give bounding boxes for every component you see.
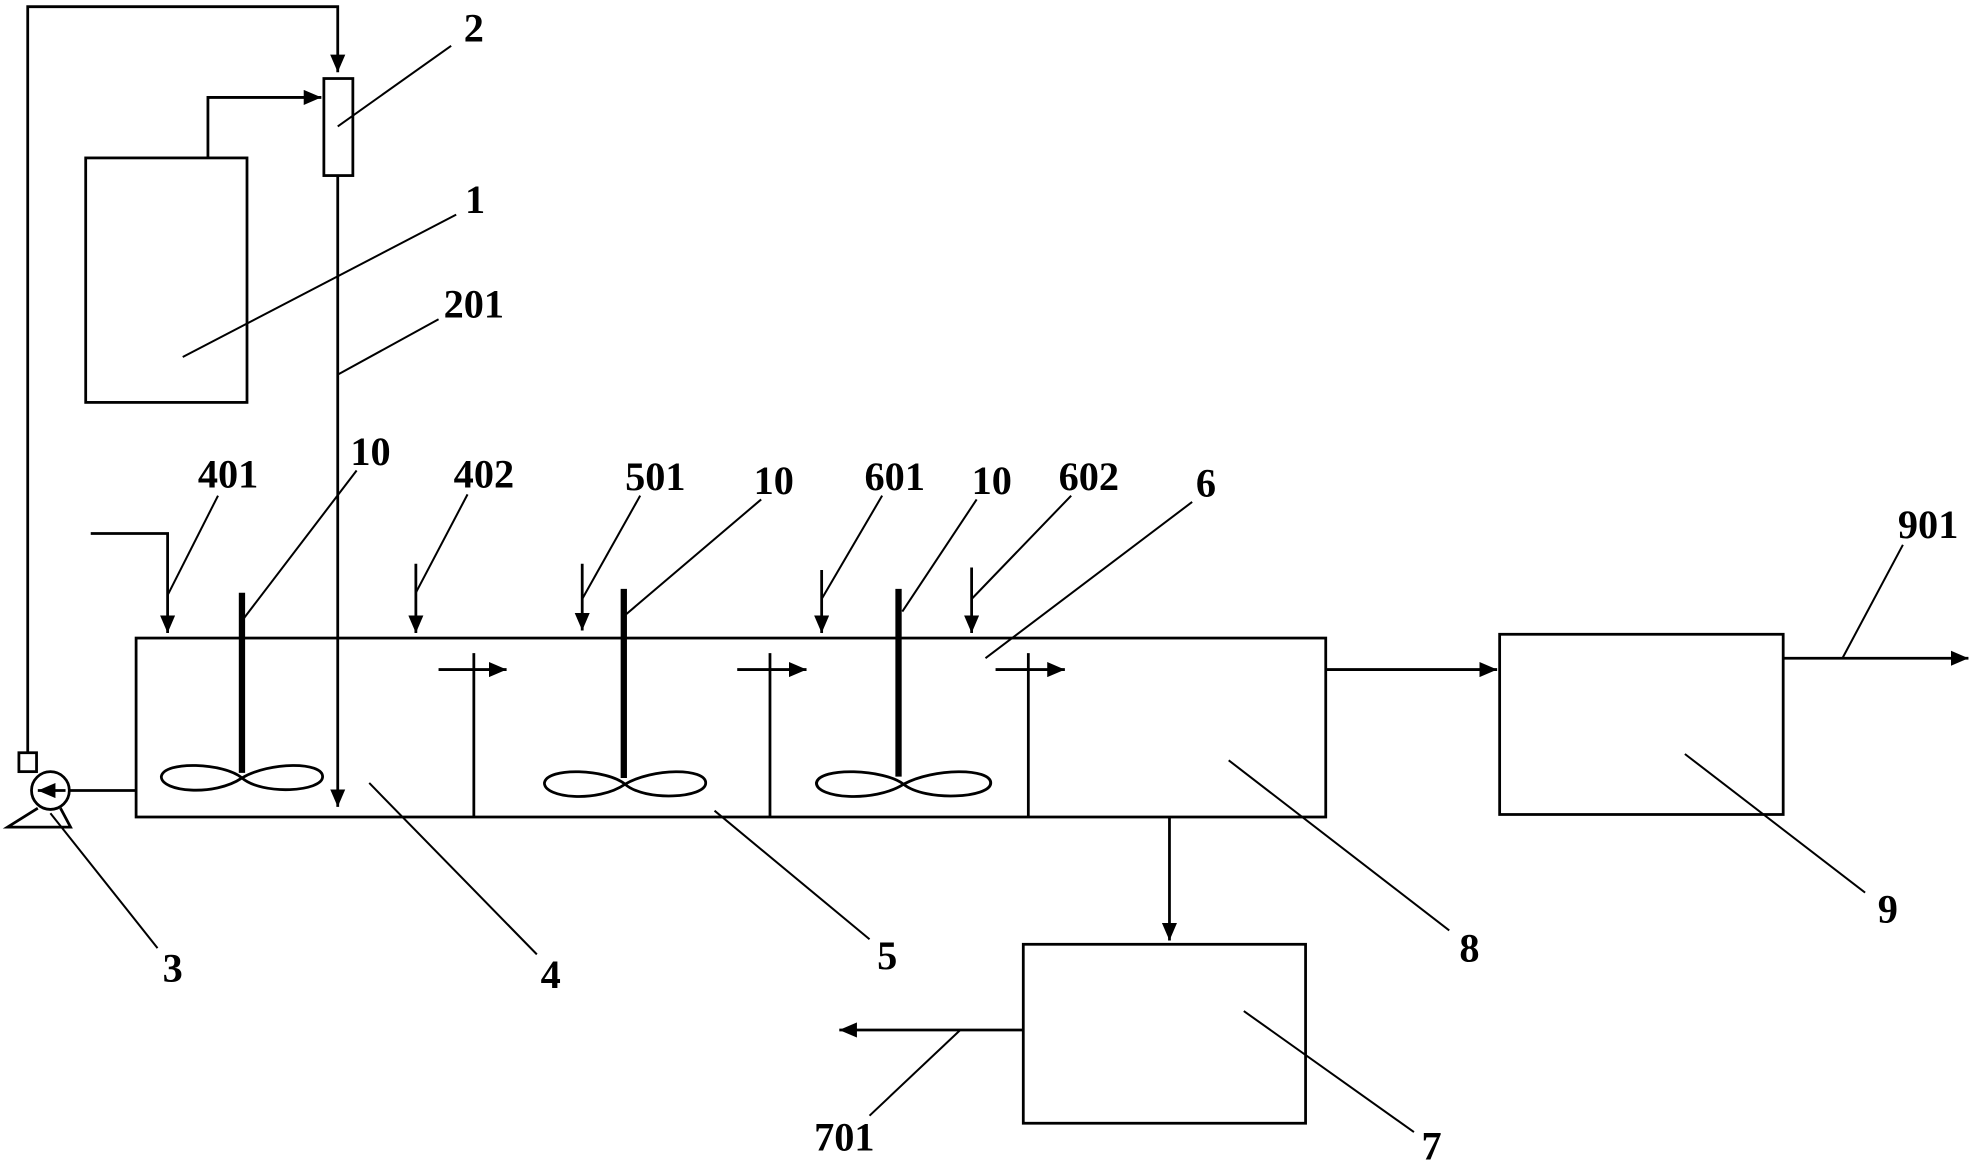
component-1-feed-line xyxy=(206,89,322,158)
label-201: 201 xyxy=(444,282,504,327)
leader-701 xyxy=(868,1029,961,1117)
pump-outlet-nozzle xyxy=(17,751,38,774)
leader-201 xyxy=(337,318,440,376)
leader-601 xyxy=(820,495,884,600)
leader-402 xyxy=(414,493,469,594)
stirrer-10-a xyxy=(159,592,324,792)
pump-base xyxy=(2,807,73,829)
label-10-c: 10 xyxy=(972,458,1012,503)
label-9: 9 xyxy=(1878,887,1898,932)
label-10-b: 10 xyxy=(754,458,794,503)
label-7: 7 xyxy=(1422,1123,1442,1168)
stirrer-10-c xyxy=(814,588,993,798)
leader-4 xyxy=(368,782,538,956)
label-2: 2 xyxy=(464,6,484,51)
stirrer-impeller xyxy=(814,770,993,798)
leader-10-b xyxy=(625,498,762,615)
leader-2 xyxy=(337,44,452,128)
label-601: 601 xyxy=(865,454,925,499)
label-402: 402 xyxy=(454,452,514,497)
leader-602 xyxy=(970,494,1072,600)
label-8: 8 xyxy=(1459,926,1479,971)
component-1-box xyxy=(84,156,249,404)
leader-401 xyxy=(166,495,219,596)
leader-3 xyxy=(49,812,159,949)
leader-1 xyxy=(182,213,457,358)
leader-10-c xyxy=(901,498,978,613)
label-602: 602 xyxy=(1059,454,1119,499)
label-901: 901 xyxy=(1898,502,1958,547)
component-9-box xyxy=(1498,632,1785,816)
label-501: 501 xyxy=(625,454,685,499)
label-6: 6 xyxy=(1196,461,1216,506)
label-1: 1 xyxy=(465,177,485,222)
pump-3 xyxy=(2,751,73,829)
stirrer-10-b xyxy=(543,588,708,798)
leader-5 xyxy=(713,809,871,941)
label-4: 4 xyxy=(541,952,561,997)
inlet-401 xyxy=(90,532,176,634)
component-7-box xyxy=(1021,942,1307,1125)
label-3: 3 xyxy=(163,946,183,991)
main-tank xyxy=(134,636,1328,819)
leader-9 xyxy=(1684,753,1866,894)
leader-7 xyxy=(1243,1010,1415,1133)
leader-8 xyxy=(1228,759,1450,932)
recycle-line xyxy=(26,5,346,753)
leader-6 xyxy=(984,501,1193,660)
label-701: 701 xyxy=(814,1115,874,1160)
label-10-a: 10 xyxy=(350,429,390,474)
leader-901 xyxy=(1841,544,1904,659)
leader-501 xyxy=(581,495,642,600)
leader-10-a xyxy=(242,469,358,620)
label-401: 401 xyxy=(198,452,258,497)
label-5: 5 xyxy=(877,933,897,978)
